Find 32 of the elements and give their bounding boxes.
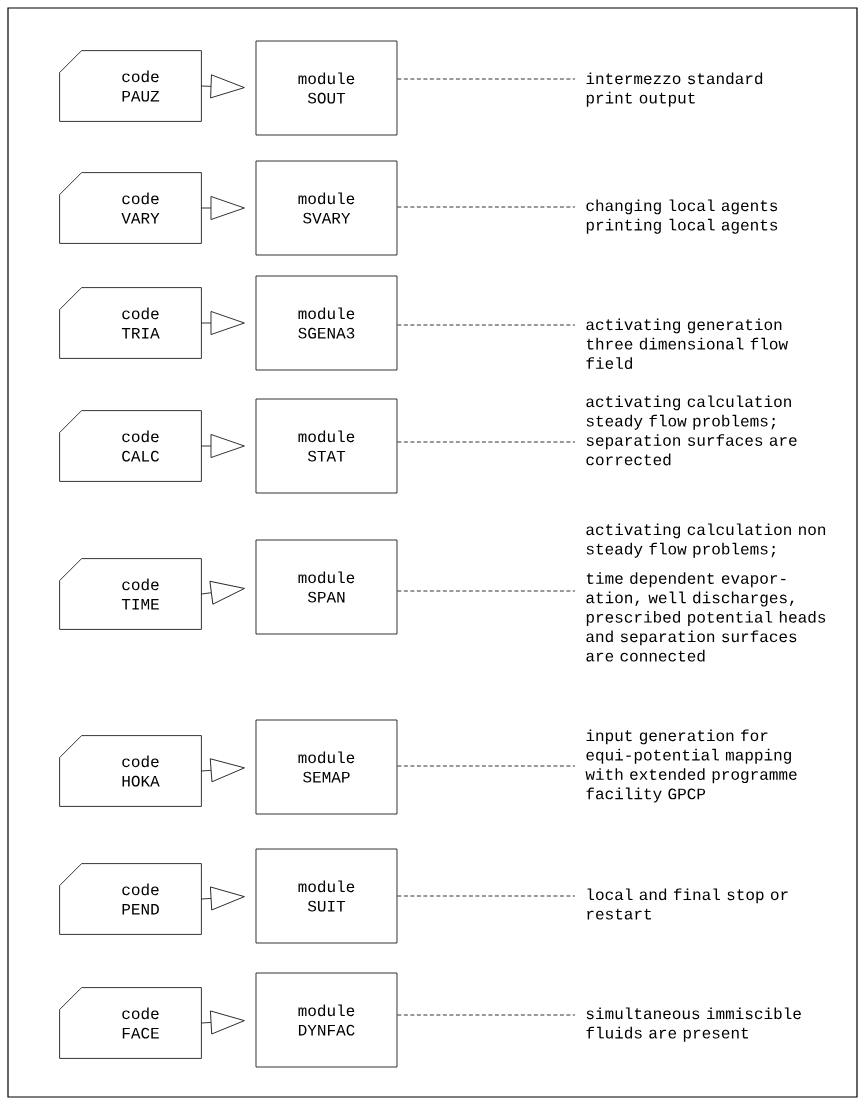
dashed-line	[397, 441, 576, 443]
arrow	[201, 1010, 245, 1035]
description-text: input generation for equi-potential mapping with extended programme facility GPCP	[585, 729, 797, 803]
module-box: module SOUT	[255, 40, 398, 136]
module-box: module SGENA3	[255, 275, 398, 371]
arrow	[201, 758, 245, 783]
description-text: simultaneous immiscible fluids are present	[586, 1007, 801, 1042]
arrow	[201, 886, 245, 911]
arrow	[201, 311, 245, 335]
arrow	[201, 196, 245, 220]
dashed-line	[397, 1014, 576, 1016]
module-box: module SPAN	[255, 539, 398, 635]
arrow	[201, 580, 245, 605]
dashed-line	[397, 324, 576, 326]
module-box: module SEMAP	[255, 719, 398, 815]
description-text: activating generation three dimensional flow field	[586, 318, 788, 369]
module-box: module DYNFAC	[255, 972, 398, 1068]
module-box: module SVARY	[255, 160, 398, 256]
dashed-line	[397, 78, 576, 80]
description-text: local and final stop or restart	[587, 888, 788, 920]
arrow	[201, 74, 245, 99]
module-box: module STAT	[255, 398, 398, 494]
dashed-line	[397, 895, 576, 897]
description-text: activating calculation steady flow problems; separation surfaces are corrected	[586, 395, 797, 466]
dashed-line	[397, 590, 576, 592]
dashed-line	[397, 765, 576, 767]
description-text: intermezzo standard print output	[586, 72, 763, 107]
arrow	[201, 434, 245, 458]
description-text: changing local agents printing local agents	[586, 199, 778, 234]
module-box: module SUIT	[255, 848, 398, 944]
dashed-line	[397, 206, 576, 208]
description-text: activating calculation non steady flow problems; time dependent evapor- ation, well discharges, prescribed potential heads and separation surfaces are connected	[586, 523, 826, 662]
